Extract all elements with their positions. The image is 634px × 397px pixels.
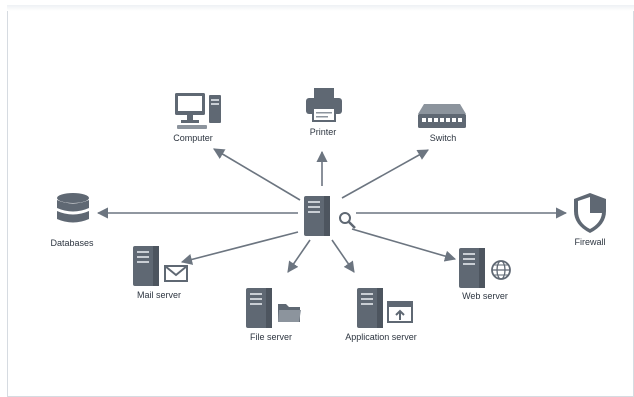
shield-icon (574, 193, 606, 233)
arrow-to-application-server (331, 239, 355, 273)
node-label-switch: Switch (429, 133, 457, 143)
node-label-printer: Printer (309, 127, 337, 137)
node-label-web-server: Web server (462, 291, 508, 301)
node-label-application-server: Application server (345, 332, 417, 342)
connection-arrows (96, 148, 568, 273)
arrow-to-computer (213, 148, 301, 201)
node-label-databases: Databases (50, 238, 94, 248)
arrow-to-mail-server (180, 231, 299, 265)
server-with-magnifier-icon (304, 196, 356, 236)
node-label-firewall: Firewall (574, 237, 606, 247)
node-label-file-server: File server (249, 332, 293, 342)
database-icon (57, 193, 89, 223)
node-label-computer: Computer (173, 133, 213, 143)
node-label-mail-server: Mail server (136, 290, 182, 300)
application-server-icon (357, 288, 413, 328)
desktop-computer-icon (175, 93, 221, 129)
web-server-icon (459, 248, 511, 288)
mail-server-icon (133, 246, 188, 286)
frame-top-shade (7, 5, 634, 11)
arrow-to-file-server (287, 239, 311, 273)
file-server-icon (246, 288, 301, 328)
arrow-to-switch (341, 149, 429, 199)
printer-icon (306, 88, 342, 122)
network-switch-icon (418, 104, 466, 128)
arrow-to-web-server (351, 228, 457, 262)
